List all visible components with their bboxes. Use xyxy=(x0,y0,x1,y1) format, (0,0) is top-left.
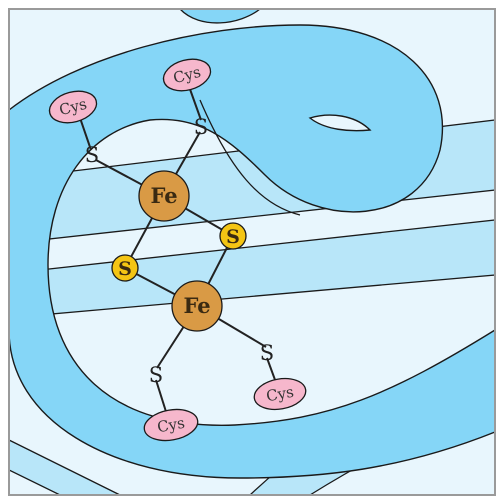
cysteine-residue: Cys xyxy=(253,377,307,411)
cys-label: Cys xyxy=(265,383,295,406)
cys-ellipse xyxy=(143,408,199,442)
cysteine-residue: Cys xyxy=(48,90,98,124)
iron-circle xyxy=(138,170,190,222)
ribbon-twist-edge xyxy=(199,99,301,216)
cys-sulfur-label: S xyxy=(85,143,99,167)
cys-sulfur-label: S xyxy=(260,341,274,365)
cys-ellipse xyxy=(253,377,307,411)
bridging-sulfur: S xyxy=(111,254,139,282)
iron-label: Fe xyxy=(183,293,210,318)
cys-label: Cys xyxy=(156,414,186,437)
cysteine-residue: Cys xyxy=(143,408,199,442)
bridging-sulfurs: S S xyxy=(111,222,247,282)
sulfur-atom xyxy=(111,254,139,282)
cysteine-residues: Cys Cys Cys Cys xyxy=(48,58,307,442)
frame-border xyxy=(8,8,496,496)
cys-ellipse xyxy=(162,58,212,92)
sulfur-atom xyxy=(219,222,247,250)
cys-sulfur-label: S xyxy=(149,363,163,387)
main-helix-ribbon xyxy=(8,24,496,479)
iron-atoms: Fe Fe xyxy=(138,170,223,332)
bridging-sulfur: S xyxy=(219,222,247,250)
cysteine-residue: Cys xyxy=(162,58,212,92)
iron-atom: Fe xyxy=(138,170,190,222)
cys-sulfur-label: S xyxy=(194,115,208,139)
iron-circle xyxy=(171,280,223,332)
cysteine-sulfurs: S S S S xyxy=(85,115,274,387)
iron-label: Fe xyxy=(150,183,177,208)
sulfur-label: S xyxy=(118,258,132,280)
iron-atom: Fe xyxy=(171,280,223,332)
sulfur-label: S xyxy=(226,226,240,248)
cys-ellipse xyxy=(48,90,98,124)
